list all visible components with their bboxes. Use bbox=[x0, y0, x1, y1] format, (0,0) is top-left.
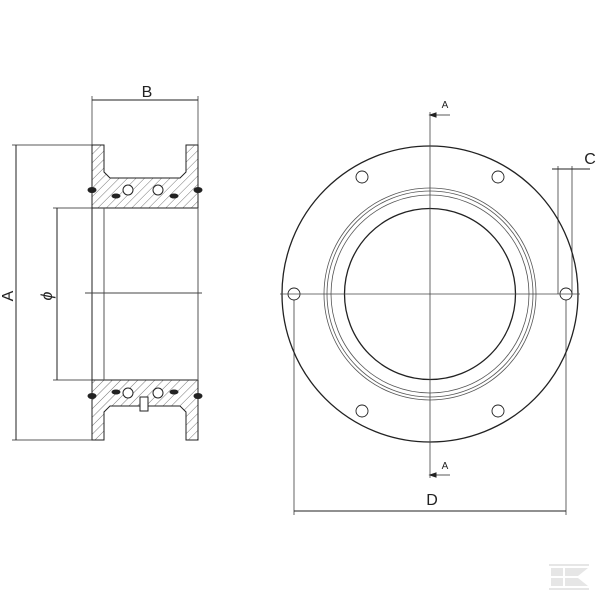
seal-rings bbox=[87, 187, 203, 399]
section-label-bottom: A bbox=[442, 461, 449, 472]
top-section-body bbox=[91, 144, 199, 209]
logo-watermark bbox=[549, 564, 589, 590]
section-view bbox=[12, 96, 203, 441]
section-label-top: A bbox=[442, 100, 449, 111]
label-c: C bbox=[584, 151, 596, 168]
label-a: A bbox=[0, 290, 17, 301]
label-b: B bbox=[142, 84, 153, 101]
front-view bbox=[280, 112, 590, 515]
label-diameter: ϕ bbox=[39, 291, 56, 300]
bearing-balls bbox=[122, 184, 164, 412]
bottom-section-body bbox=[91, 379, 199, 441]
label-d: D bbox=[426, 492, 438, 509]
